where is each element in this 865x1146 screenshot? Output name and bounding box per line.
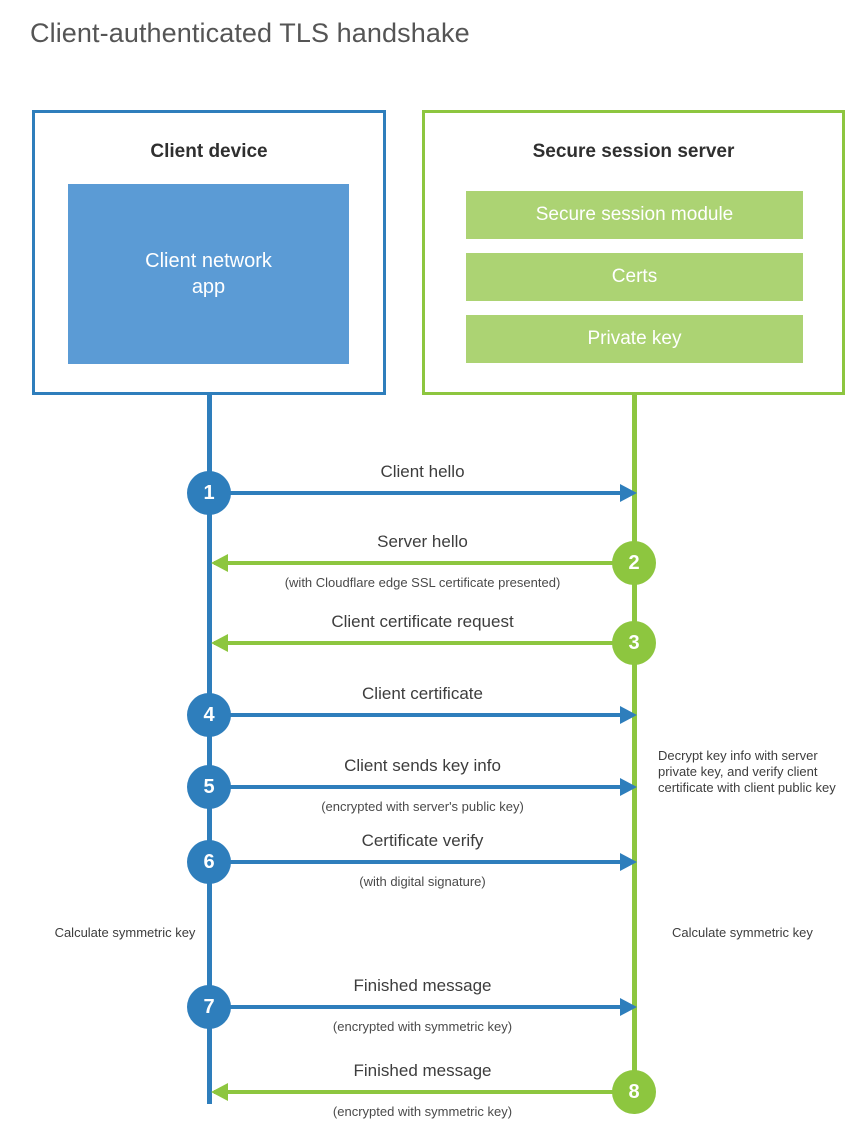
- step-number-badge-2: 2: [612, 541, 656, 585]
- arrow-line-3: [214, 641, 634, 645]
- step-number-badge-5: 5: [187, 765, 231, 809]
- arrow-line-6: [210, 860, 628, 864]
- step-label-6: Certificate verify: [361, 831, 484, 850]
- step-label-5: Client sends key info: [344, 756, 501, 775]
- step-number-badge-4: 4: [187, 693, 231, 737]
- step-sublabel-2: (with Cloudflare edge SSL certificate pr…: [284, 575, 561, 590]
- step-label-4: Client certificate: [362, 684, 483, 703]
- arrow-line-7: [210, 1005, 628, 1009]
- step-sublabel-5: (encrypted with server's public key): [321, 799, 524, 814]
- arrow-head-icon-4: [620, 706, 637, 724]
- step-number-badge-3: 3: [612, 621, 656, 665]
- annotation-calculate-symmetric-key-server: Calculate symmetric key: [672, 925, 813, 940]
- arrow-line-1: [210, 491, 628, 495]
- arrow-head-icon-7: [620, 998, 637, 1016]
- step-label-8: Finished message: [353, 1061, 492, 1080]
- server-bar-secure-session-module: Secure session module: [466, 191, 803, 239]
- page-title: Client-authenticated TLS handshake: [30, 18, 470, 48]
- client-lifeline: [207, 392, 212, 1104]
- annotation-calculate-symmetric-key-client: Calculate symmetric key: [54, 925, 196, 940]
- secure-session-server-box: Secure session server Secure session mod…: [422, 110, 845, 395]
- arrow-line-5: [210, 785, 628, 789]
- arrow-head-icon-2: [211, 554, 228, 572]
- arrow-head-icon-1: [620, 484, 637, 502]
- step-number-badge-6: 6: [187, 840, 231, 884]
- step-sublabel-7: (encrypted with symmetric key): [332, 1019, 513, 1034]
- step-number-badge-1: 1: [187, 471, 231, 515]
- step-number-badge-7: 7: [187, 985, 231, 1029]
- arrow-line-4: [210, 713, 628, 717]
- secure-session-server-title: Secure session server: [532, 141, 735, 162]
- arrow-line-2: [214, 561, 634, 565]
- step-label-7: Finished message: [353, 976, 492, 995]
- step-sublabel-8: (encrypted with symmetric key): [332, 1104, 513, 1119]
- client-device-title: Client device: [150, 141, 268, 162]
- step-label-2: Server hello: [377, 532, 468, 551]
- step-sublabel-6: (with digital signature): [359, 874, 486, 889]
- step-number-badge-8: 8: [612, 1070, 656, 1114]
- arrow-line-8: [214, 1090, 634, 1094]
- step-label-1: Client hello: [380, 462, 465, 481]
- server-bar-private-key: Private key: [466, 315, 803, 363]
- server-lifeline: [632, 392, 637, 1092]
- arrow-head-icon-8: [211, 1083, 228, 1101]
- arrow-head-icon-6: [620, 853, 637, 871]
- arrow-head-icon-5: [620, 778, 637, 796]
- arrow-head-icon-3: [211, 634, 228, 652]
- step-label-3: Client certificate request: [331, 612, 514, 631]
- annotation-decrypt-key-info: Decrypt key info with server private key…: [658, 748, 836, 795]
- server-bar-certs: Certs: [466, 253, 803, 301]
